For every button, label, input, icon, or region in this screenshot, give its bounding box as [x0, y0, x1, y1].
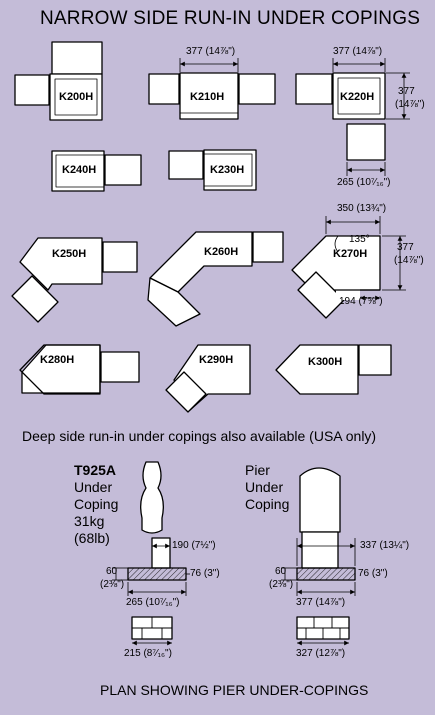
piece-k280h — [19, 344, 140, 395]
piece-k240h — [51, 150, 142, 192]
t925a-dim-top: 190 (7½") — [172, 540, 216, 551]
t925a-weight-lb: (68lb) — [74, 530, 110, 546]
availability-note: Deep side run-in under copings also avai… — [22, 428, 377, 444]
piece-k300h — [275, 344, 392, 395]
pier-plan — [296, 616, 350, 640]
t925a-plan — [131, 616, 173, 640]
pier-dim-left-in: (2⅜") — [269, 579, 294, 590]
piece-k290h — [165, 344, 251, 413]
code-k270h: K270H — [333, 248, 368, 260]
pier-desc-2: Under — [245, 479, 284, 495]
t925a-code: T925A — [74, 462, 117, 478]
pier-desc-3: Coping — [245, 496, 290, 512]
dim-k220h-depth-in: (14⅞") — [395, 99, 425, 110]
t925a-dim-left-mm: 60 — [106, 566, 118, 577]
pier-elevation — [296, 467, 356, 581]
t925a-dim-left-in: (2⅜") — [100, 579, 125, 590]
dim-k270h-depth-in: (14⅞") — [394, 255, 424, 266]
piece-k220h — [295, 72, 386, 161]
t925a-desc-2: Coping — [74, 496, 119, 512]
pier-dim-width: 377 (14⅞") — [296, 597, 346, 608]
footer-caption: PLAN SHOWING PIER UNDER-COPINGS — [100, 682, 369, 698]
piece-k200h — [14, 41, 103, 121]
dim-k270h-width: 350 (13¾") — [337, 203, 387, 214]
code-k210h: K210H — [190, 91, 225, 103]
code-k220h: K220H — [340, 91, 375, 103]
t925a-dim-width: 265 (10⁷⁄₁₆") — [126, 597, 180, 608]
pier-dim-top: 337 (13¼") — [360, 540, 410, 551]
pier-dim-left-mm: 60 — [275, 566, 287, 577]
dimension-lines — [112, 58, 410, 646]
code-k290h: K290H — [199, 354, 234, 366]
piece-k260h — [147, 231, 284, 327]
t925a-desc-1: Under — [74, 479, 113, 495]
dim-k220h-return: 265 (10⁷⁄₁₆") — [337, 177, 391, 188]
t925a-weight-kg: 31kg — [74, 513, 105, 529]
code-k300h: K300H — [308, 356, 343, 368]
dim-k270h-depth-mm: 377 — [397, 242, 414, 253]
code-k280h: K280H — [40, 354, 75, 366]
piece-k230h — [168, 149, 257, 191]
dim-k220h-depth-mm: 377 — [398, 86, 415, 97]
code-k250h: K250H — [52, 248, 87, 260]
code-k240h: K240H — [62, 164, 97, 176]
t925a-dim-plan: 215 (8⁷⁄₁₆") — [124, 648, 172, 659]
pier-dim-right: 76 (3") — [358, 568, 388, 579]
pier-desc-1: Pier — [245, 462, 270, 478]
dim-k270h-return: 194 (7⅝") — [339, 296, 383, 307]
t925a-dim-right: 76 (3") — [190, 568, 220, 579]
code-k260h: K260H — [204, 246, 239, 258]
dim-k270h-angle: 135° — [349, 234, 370, 245]
piece-k270h — [291, 235, 381, 319]
code-k230h: K230H — [210, 164, 245, 176]
dim-k210h-width: 377 (14⅞") — [186, 46, 236, 57]
pier-dim-plan: 327 (12⅞") — [296, 648, 346, 659]
piece-k250h — [11, 237, 138, 323]
code-k200h: K200H — [59, 91, 94, 103]
piece-k210h — [148, 72, 276, 120]
t925a-elevation — [127, 461, 187, 581]
dim-k220h-width: 377 (14⅞") — [333, 46, 383, 57]
page-title: NARROW SIDE RUN-IN UNDER COPINGS — [40, 8, 421, 29]
